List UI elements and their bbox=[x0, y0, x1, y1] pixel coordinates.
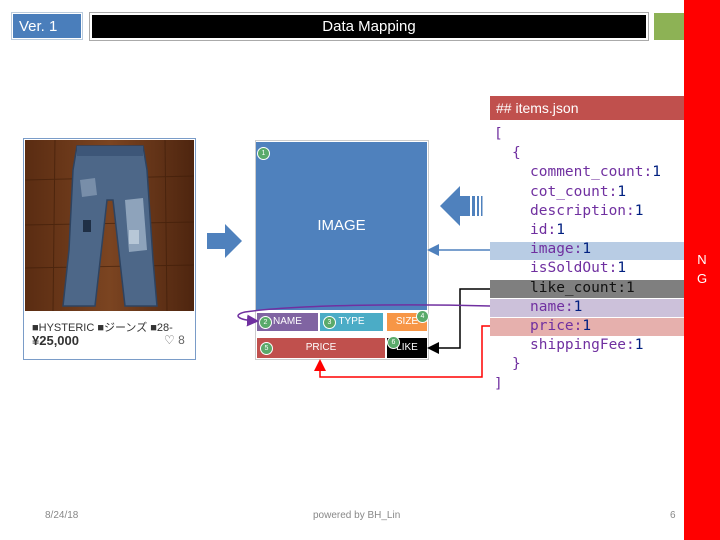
badge-5: 5 bbox=[260, 342, 273, 355]
json-key: image bbox=[530, 241, 574, 258]
json-value: 1 bbox=[617, 260, 627, 277]
ng-status-text: N G bbox=[684, 250, 720, 288]
json-line-cot-count: cot_count:1 bbox=[530, 183, 627, 200]
right-arrow-icon bbox=[207, 224, 242, 258]
type-field-label: TYPE bbox=[338, 316, 365, 327]
name-field: 2 NAME bbox=[257, 313, 318, 331]
json-line-name: name:1 bbox=[530, 298, 583, 315]
size-field-label: SIZE bbox=[395, 316, 419, 327]
footer-credit: powered by BH_Lin bbox=[313, 510, 401, 521]
json-close-bracket: ] bbox=[494, 375, 503, 392]
json-key: price bbox=[530, 318, 574, 335]
green-accent-bar bbox=[654, 13, 684, 40]
json-value: 1 bbox=[626, 279, 635, 296]
footer-date: 8/24/18 bbox=[45, 510, 79, 521]
json-value: 1 bbox=[652, 164, 661, 181]
name-field-label: NAME bbox=[273, 316, 302, 327]
price-field-label: PRICE bbox=[305, 342, 337, 353]
json-line-shipping-fee: shippingFee:1 bbox=[530, 337, 644, 354]
price-field: 5 PRICE bbox=[257, 338, 385, 358]
badge-3: 3 bbox=[323, 316, 336, 329]
json-value: 1 bbox=[556, 222, 565, 239]
json-open-bracket: [ bbox=[494, 126, 503, 142]
json-line-description: description:1 bbox=[530, 202, 644, 219]
json-key: id bbox=[530, 222, 548, 239]
json-key: cot_count bbox=[530, 183, 609, 200]
json-key: name bbox=[530, 298, 565, 315]
product-photo bbox=[25, 140, 194, 311]
product-price: ¥25,000 bbox=[32, 333, 79, 348]
product-card: ■HYSTERIC ■ジーンズ ■28- ¥25,000 ♡ 8 bbox=[23, 138, 196, 360]
image-placeholder: IMAGE bbox=[256, 142, 427, 310]
json-value: 1 bbox=[634, 337, 644, 354]
left-arrow-icon bbox=[440, 186, 483, 226]
json-line-id: id:1 bbox=[530, 222, 565, 239]
highlight-price bbox=[490, 318, 684, 336]
badge-2: 2 bbox=[259, 316, 272, 329]
ng-letter-n: N bbox=[697, 252, 707, 267]
json-key: description bbox=[530, 202, 627, 219]
json-line-like-count: like_count:1 bbox=[530, 279, 635, 296]
footer-page-number: 6 bbox=[670, 510, 676, 521]
json-key: shippingFee bbox=[530, 337, 627, 354]
highlight-like-count bbox=[490, 280, 684, 298]
json-file-header: ## items.json bbox=[490, 96, 684, 120]
json-value: 1 bbox=[617, 183, 627, 200]
type-field: 3 TYPE bbox=[320, 313, 383, 331]
product-title: ■HYSTERIC ■ジーンズ ■28- bbox=[32, 322, 173, 334]
highlight-image bbox=[490, 242, 684, 260]
like-connector bbox=[427, 288, 490, 354]
badge-4: 4 bbox=[416, 310, 429, 323]
json-value: 1 bbox=[582, 318, 592, 335]
json-key: isSoldOut bbox=[530, 260, 609, 277]
json-close-brace: } bbox=[512, 356, 521, 373]
json-open-brace: { bbox=[512, 145, 521, 162]
badge-6: 6 bbox=[387, 336, 400, 349]
json-key: like_count bbox=[530, 279, 618, 296]
slide-title: Data Mapping bbox=[90, 13, 648, 40]
json-value: 1 bbox=[573, 298, 583, 315]
product-likes: ♡ 8 bbox=[164, 333, 185, 347]
version-label: Ver. 1 bbox=[12, 13, 82, 39]
json-line-comment-count: comment_count:1 bbox=[530, 164, 661, 181]
json-line-image: image:1 bbox=[530, 241, 592, 258]
highlight-name bbox=[490, 299, 684, 317]
json-value: 1 bbox=[582, 241, 592, 258]
json-value: 1 bbox=[634, 202, 644, 219]
json-line-price: price:1 bbox=[530, 318, 592, 335]
json-code: [ { comment_count:1 cot_count:1 descript… bbox=[494, 125, 661, 394]
ng-status-bar bbox=[684, 0, 720, 540]
ng-letter-g: G bbox=[696, 271, 708, 286]
json-line-is-sold-out: isSoldOut:1 bbox=[530, 260, 627, 277]
json-key: comment_count bbox=[530, 164, 644, 181]
like-field: 6 LIKE bbox=[387, 336, 427, 358]
badge-1: 1 bbox=[257, 147, 270, 160]
